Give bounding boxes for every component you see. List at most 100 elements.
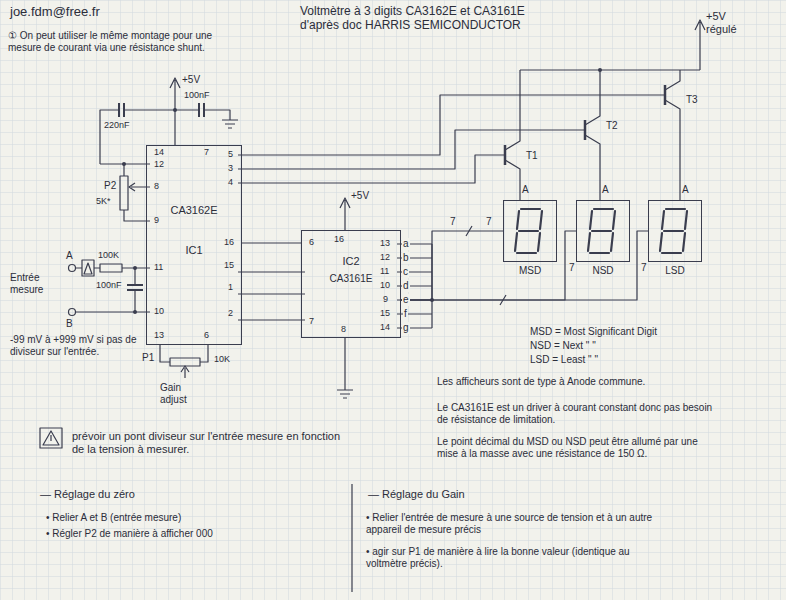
bus-width: 7 xyxy=(569,262,575,274)
segment-bus xyxy=(397,244,432,328)
pin-number: 7 xyxy=(309,316,314,327)
step: • Régler P2 de manière à afficher 000 xyxy=(46,528,213,540)
pin-number: 2 xyxy=(228,308,233,319)
pin-number: 12 xyxy=(154,159,164,170)
junction-dots xyxy=(122,68,602,314)
transistor-label: T3 xyxy=(686,94,698,106)
capacitor-symbol xyxy=(119,103,124,117)
note: Le CA3161E est un driver à courant const… xyxy=(437,402,717,426)
terminal-label: A xyxy=(66,250,73,262)
ground-symbol xyxy=(222,120,238,128)
segment-letter: c xyxy=(402,266,409,278)
pin-number: 9 xyxy=(154,215,159,226)
component-value: 5K* xyxy=(96,196,111,207)
segment-letter: f xyxy=(403,308,408,320)
display-label: A xyxy=(682,184,689,196)
separator xyxy=(351,484,352,592)
bus-width: 7 xyxy=(450,216,456,228)
pin-number: 15 xyxy=(224,260,234,271)
bus-tick xyxy=(466,226,506,305)
pin-number: 6 xyxy=(204,330,209,341)
display-label: A xyxy=(602,184,609,196)
pin-number: 10 xyxy=(380,280,390,291)
warning-note: prévoir un pont diviseur sur l'entrée me… xyxy=(72,430,342,456)
display-label: A xyxy=(522,184,529,196)
pin-number: 9 xyxy=(383,294,388,305)
transistor-symbol xyxy=(665,70,680,200)
capacitor-symbol xyxy=(127,285,143,290)
segment-letter: d xyxy=(402,280,410,292)
wire xyxy=(238,272,305,320)
note: LSD = Least " " xyxy=(530,354,598,366)
seven-segment-figure xyxy=(660,209,687,253)
pin-number: 7 xyxy=(204,147,209,158)
pin-number: 1 xyxy=(228,282,233,293)
potentiometer-label: P1 xyxy=(142,352,154,364)
supply-arrow xyxy=(695,20,705,70)
pin-number: 15 xyxy=(380,308,390,319)
transistor-label: T2 xyxy=(606,120,618,132)
note: Le point décimal du MSD ou NSD peut être… xyxy=(437,436,717,460)
supply-label: +5V xyxy=(351,190,369,202)
pin-number: 5 xyxy=(228,149,233,160)
supply-label: +5V régulé xyxy=(706,10,748,36)
warning-symbol xyxy=(43,431,59,445)
bus-width: 7 xyxy=(486,216,492,228)
bus-connector xyxy=(401,231,648,300)
potentiometer-symbol xyxy=(120,176,128,210)
pin-number: 16 xyxy=(224,237,234,248)
potentiometer-symbol xyxy=(170,358,200,366)
capacitor-value: 100nF xyxy=(96,280,122,291)
pin-number: 13 xyxy=(154,330,164,341)
section-heading: — Réglage du Gain xyxy=(368,488,465,501)
capacitor-value: 100nF xyxy=(184,90,210,101)
segment-letter: e xyxy=(402,294,410,306)
note: -99 mV à +999 mV si pas de diviseur sur … xyxy=(10,334,140,358)
wire xyxy=(160,345,208,362)
wire xyxy=(76,311,151,312)
pin-number: 16 xyxy=(334,234,344,245)
note: ① On peut utiliser le même montage pour … xyxy=(8,30,223,54)
display-label: NSD xyxy=(577,265,629,277)
note: Les afficheurs sont de type à Anode comm… xyxy=(437,376,707,388)
terminal-label: B xyxy=(66,318,73,330)
segment-letter: b xyxy=(402,252,410,264)
input-label: Entrée mesure xyxy=(10,272,56,296)
display-label: LSD xyxy=(649,265,701,277)
wire xyxy=(238,155,505,183)
wire xyxy=(100,110,175,164)
pin-number: 11 xyxy=(380,266,389,277)
pin-number: 8 xyxy=(154,181,159,192)
bus-connector xyxy=(242,242,301,243)
supply-arrow xyxy=(340,198,350,230)
note: MSD = Most Significant Digit xyxy=(530,326,657,338)
step: • agir sur P1 de manière à lire la bonne… xyxy=(366,546,666,570)
wire xyxy=(238,95,665,155)
potentiometer-label: Gain adjust xyxy=(160,382,204,406)
title: Voltmètre à 3 digits CA3162E et CA3161E … xyxy=(300,4,562,33)
segment-letter: g xyxy=(402,322,410,334)
transistor-label: T1 xyxy=(526,150,538,162)
potentiometer-label: P2 xyxy=(104,180,116,192)
transistor-symbol xyxy=(585,70,600,200)
pin-number: 4 xyxy=(228,177,233,188)
protection-symbol xyxy=(82,260,94,276)
pin-number: 13 xyxy=(380,238,390,249)
transistor-symbol xyxy=(505,70,520,200)
display-label: MSD xyxy=(504,265,556,277)
seven-segment-display: ANSD xyxy=(576,200,630,262)
pin-number: 3 xyxy=(228,163,233,174)
note: NSD = Next " " xyxy=(530,340,596,352)
capacitor-value: 220nF xyxy=(104,120,130,131)
pin-number: 14 xyxy=(380,322,390,333)
pin-number: 11 xyxy=(154,262,163,273)
wire xyxy=(175,110,230,120)
seven-segment-display: AMSD xyxy=(503,200,557,262)
resistor-value: 100K xyxy=(98,250,119,261)
seven-segment-figure xyxy=(515,209,542,253)
segment-letter: a xyxy=(402,238,410,250)
